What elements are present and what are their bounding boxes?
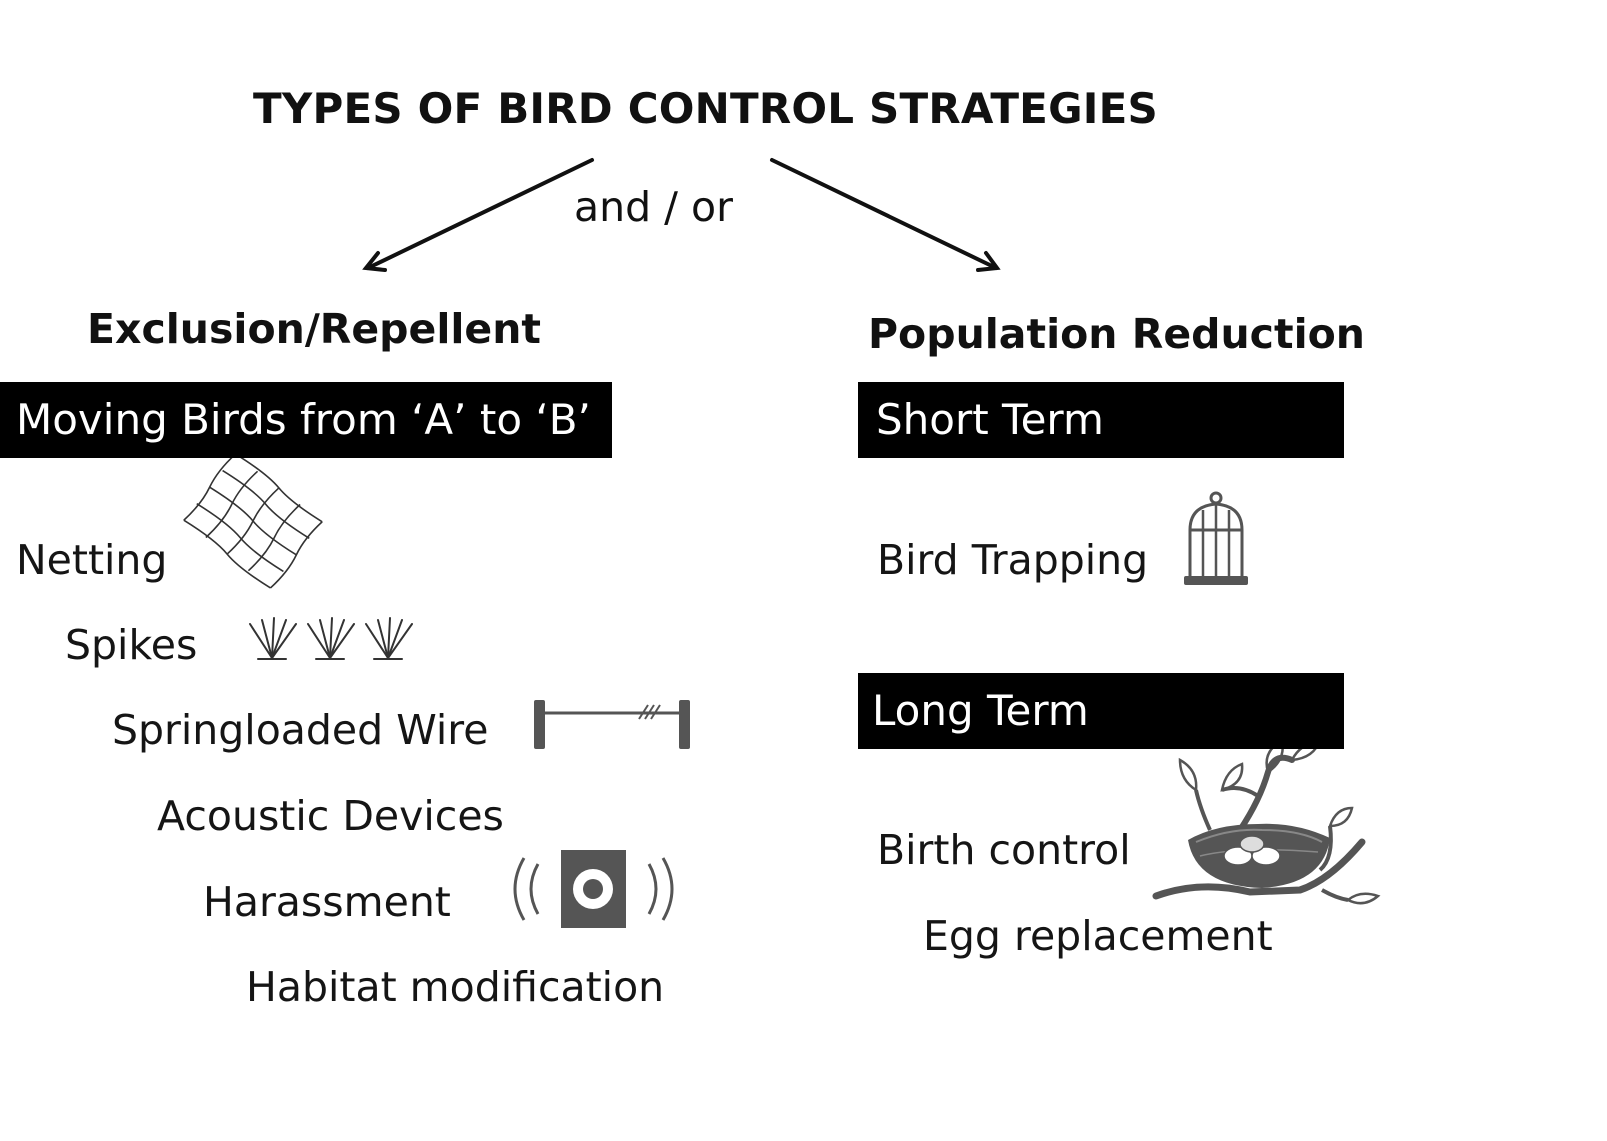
right-heading: Population Reduction — [868, 310, 1365, 358]
item-acoustic-devices: Acoustic Devices — [157, 792, 504, 840]
short-term-banner: Short Term — [858, 382, 1344, 458]
connector-label: and / or — [574, 183, 733, 231]
item-springloaded-wire: Springloaded Wire — [112, 706, 489, 754]
item-netting: Netting — [16, 536, 168, 584]
item-harassment: Harassment — [203, 878, 451, 926]
birdcage-icon — [1184, 491, 1248, 585]
item-spikes: Spikes — [65, 621, 198, 669]
item-habitat-modification: Habitat modification — [246, 963, 665, 1011]
left-heading: Exclusion/Repellent — [87, 305, 542, 353]
speaker-icon — [513, 850, 674, 928]
nest-icon — [1152, 738, 1381, 905]
springloaded-wire-icon — [534, 700, 690, 749]
item-egg-replacement: Egg replacement — [923, 912, 1273, 960]
left-banner: Moving Birds from ‘A’ to ‘B’ — [0, 382, 612, 458]
netting-icon — [183, 453, 323, 589]
left-arrow — [362, 158, 594, 272]
item-birth-control: Birth control — [877, 826, 1131, 874]
right-arrow — [770, 158, 1001, 272]
spikes-icon — [249, 617, 413, 660]
diagram-title: TYPES OF BIRD CONTROL STRATEGIES — [253, 84, 1158, 133]
item-bird-trapping: Bird Trapping — [877, 536, 1149, 584]
long-term-banner: Long Term — [858, 673, 1344, 749]
